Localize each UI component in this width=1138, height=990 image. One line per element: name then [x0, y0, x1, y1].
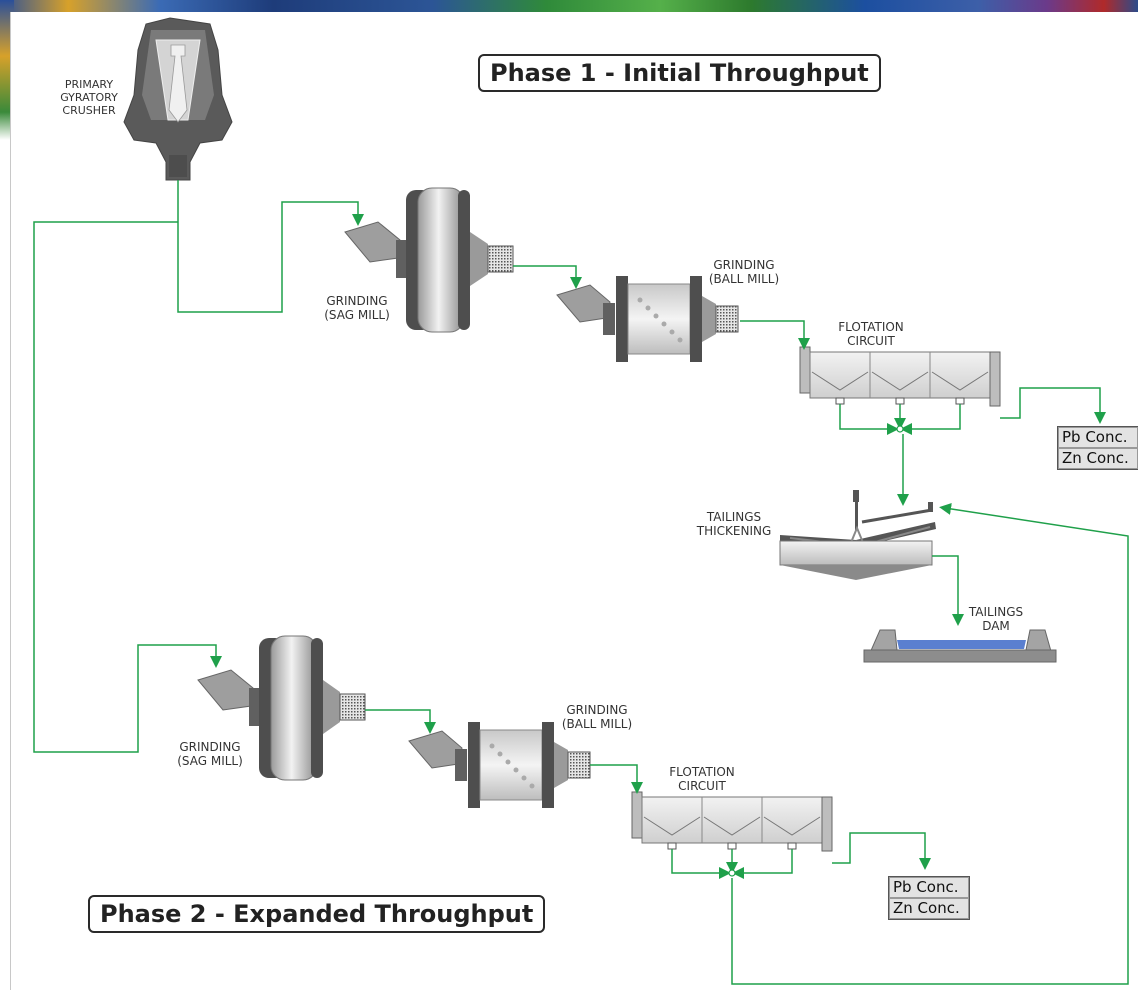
crusher-label-line3: CRUSHER [62, 104, 116, 117]
phase2-ball-label: GRINDING (BALL MILL) [562, 703, 632, 731]
phase1-sag-label: GRINDING (SAG MILL) [324, 294, 390, 322]
phase1-flotation-label: FLOTATION CIRCUIT [838, 320, 904, 348]
thickening-label-line2: THICKENING [696, 524, 772, 538]
phase2-sag-label-line2: (SAG MILL) [177, 754, 243, 768]
crusher-label-line2: GYRATORY [60, 91, 118, 104]
flow-sag2-to-ball2 [365, 709, 436, 734]
phase1-sag-mill [344, 187, 514, 333]
phase1-concentrate-box: Pb Conc. Zn Conc. [1057, 426, 1138, 470]
phase1-ball-label-line2: (BALL MILL) [708, 272, 780, 286]
phase2-flotation-circuit [631, 791, 833, 852]
phase2-ball-label-line1: GRINDING [566, 703, 628, 717]
phase2-pb-conc: Pb Conc. [889, 877, 969, 898]
thickening-label-line1: TAILINGS [706, 510, 762, 524]
crusher-label: PRIMARY GYRATORY CRUSHER [60, 78, 118, 117]
phase2-sag-label: GRINDING (SAG MILL) [177, 740, 243, 768]
phase1-ball-label: GRINDING (BALL MILL) [709, 258, 779, 286]
phase1-pb-conc: Pb Conc. [1058, 427, 1138, 448]
flow-crusher-to-sag1 [177, 180, 364, 313]
diagram-page [10, 12, 1138, 990]
flow-crusher-to-sag2 [33, 221, 222, 753]
tailings-thickener [779, 490, 936, 580]
phase1-zn-conc: Zn Conc. [1058, 448, 1138, 469]
phase2-sag-label-line1: GRINDING [179, 740, 241, 754]
phase1-ball-mill [556, 276, 739, 362]
phase2-flotation-label-line2: CIRCUIT [678, 779, 726, 793]
phase1-flotation-label-line1: FLOTATION [838, 320, 904, 334]
phase2-flotation-label-line1: FLOTATION [669, 765, 735, 779]
flow-flot2-to-thickener [731, 502, 1129, 985]
flot2-tails-junction [728, 869, 736, 877]
phase2-zn-conc: Zn Conc. [889, 898, 969, 919]
phase1-title: Phase 1 - Initial Throughput [478, 54, 881, 92]
dam-label: TAILINGS DAM [969, 605, 1023, 633]
flow-lines [33, 180, 1129, 985]
thickening-label: TAILINGS THICKENING [697, 510, 772, 538]
flow-flot1-to-conc [1000, 387, 1106, 424]
flow-thickener-to-dam [932, 555, 964, 626]
phase2-ball-mill [408, 722, 591, 808]
tailings-dam [863, 629, 1057, 663]
primary-gyratory-crusher [123, 17, 233, 181]
flow-flot2-to-conc [832, 832, 931, 870]
flow-flot2-tails-right [732, 849, 793, 879]
phase2-sag-mill [197, 635, 366, 781]
phase2-ball-label-line2: (BALL MILL) [561, 717, 633, 731]
phase2-flotation-label: FLOTATION CIRCUIT [669, 765, 735, 793]
phase1-sag-label-line1: GRINDING [326, 294, 388, 308]
phase1-flotation-label-line2: CIRCUIT [847, 334, 895, 348]
flot1-tails-junction [896, 425, 904, 433]
phase1-ball-label-line1: GRINDING [713, 258, 775, 272]
flow-flot2-tails-left [671, 849, 731, 879]
background-banner [0, 0, 1138, 14]
phase1-sag-label-line2: (SAG MILL) [324, 308, 390, 322]
phase2-title: Phase 2 - Expanded Throughput [88, 895, 546, 933]
flow-sag1-to-ball1 [513, 265, 582, 289]
dam-label-line1: TAILINGS [968, 605, 1024, 619]
phase2-concentrate-box: Pb Conc. Zn Conc. [888, 876, 970, 920]
crusher-label-line1: PRIMARY [64, 78, 114, 91]
flow-ball2-to-flot2 [590, 764, 643, 794]
dam-label-line2: DAM [982, 619, 1010, 633]
phase1-flotation-circuit [799, 346, 1001, 407]
flow-ball1-to-flot1 [740, 320, 810, 350]
flow-flot1-tails-right [900, 404, 961, 435]
flow-flot1-tails-left [839, 404, 899, 435]
